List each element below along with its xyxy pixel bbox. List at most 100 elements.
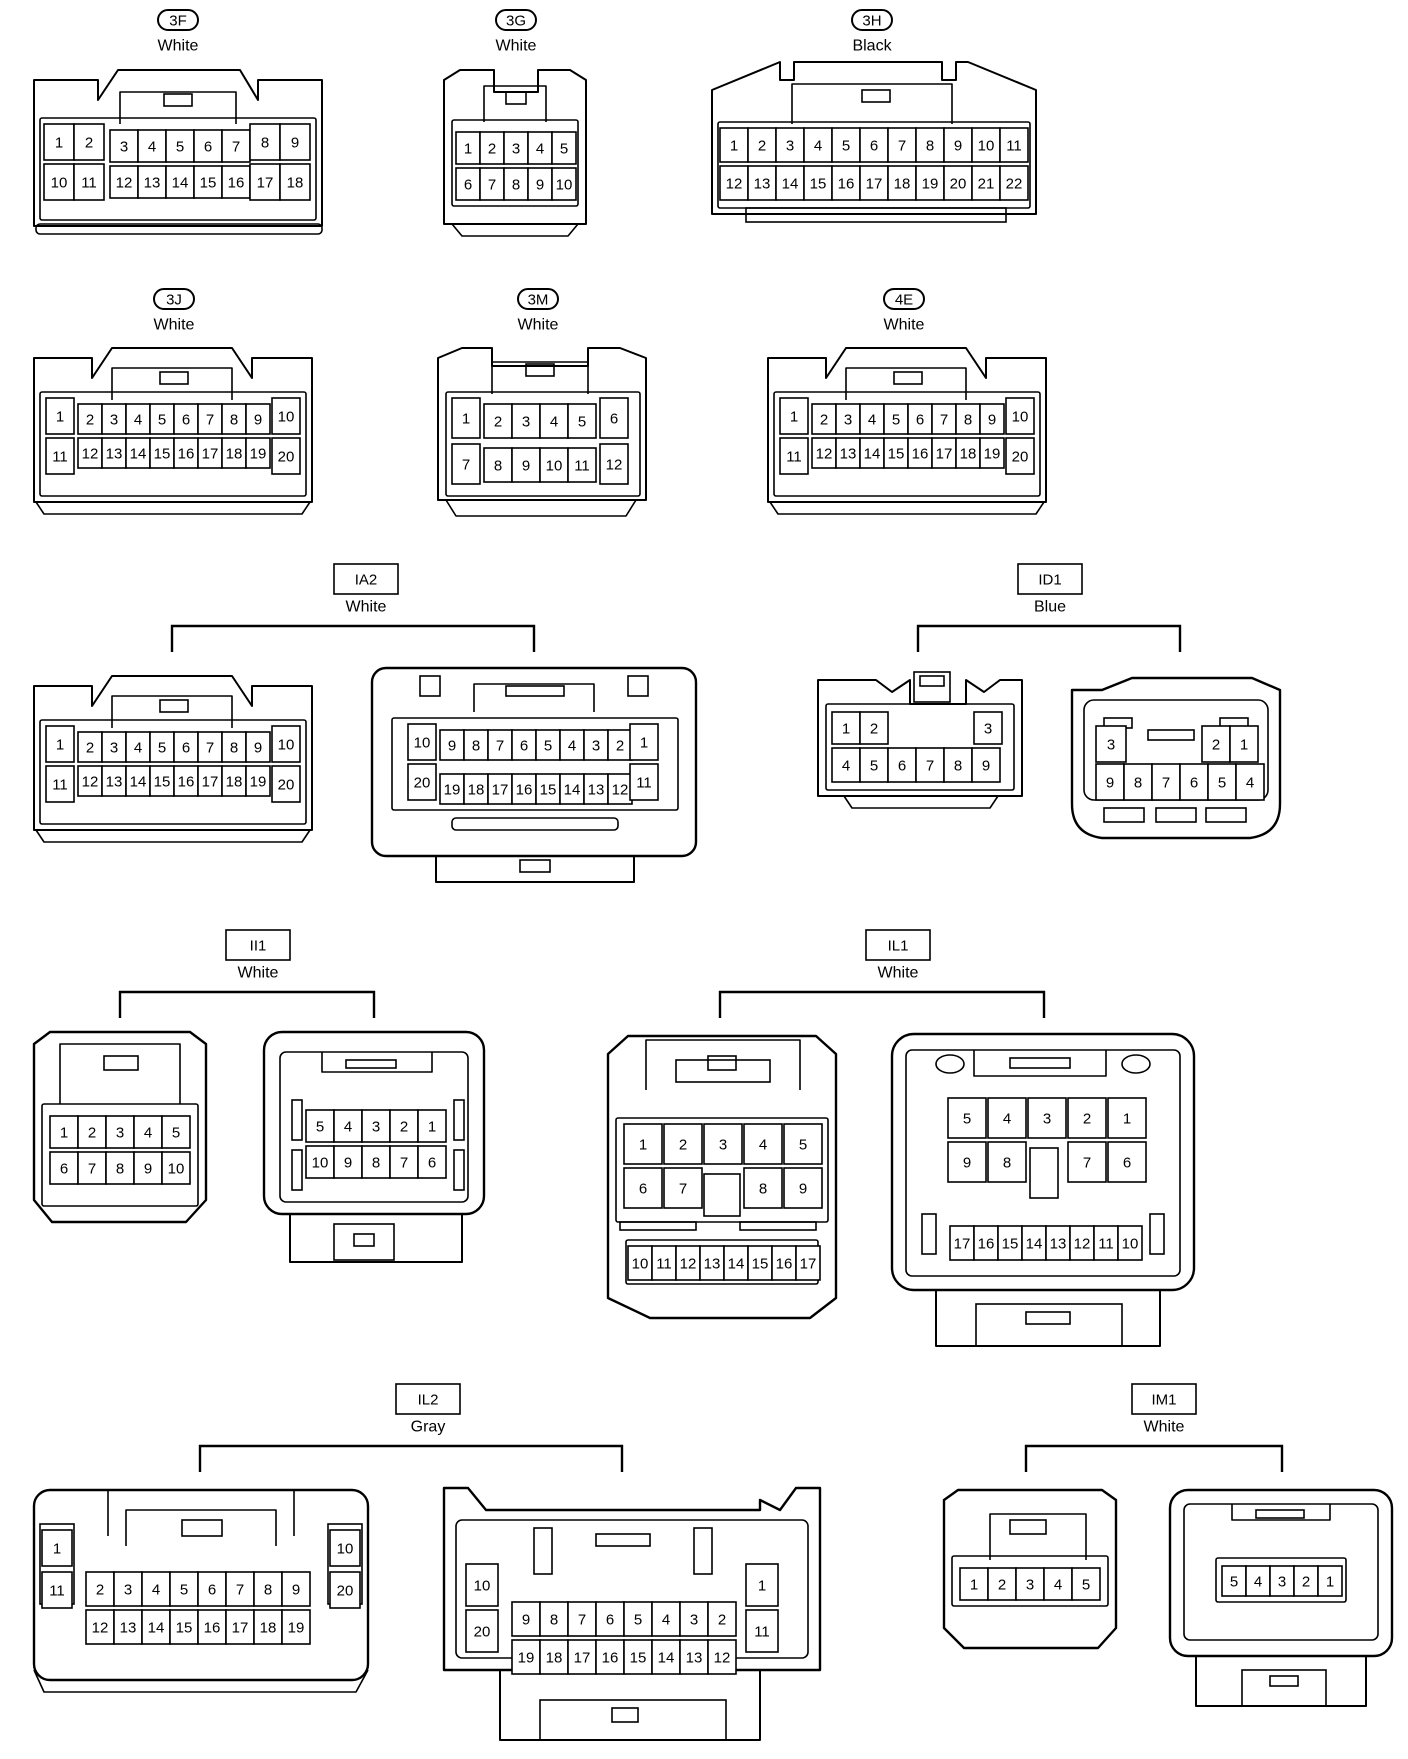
pin-number: 12 (714, 1650, 731, 1667)
pin-cavity (775, 127, 805, 163)
pin-number: 17 (232, 1620, 249, 1637)
pin-cavity (221, 129, 251, 163)
housing-outline (1029, 1147, 1059, 1199)
pin-number: 2 (998, 1577, 1006, 1594)
pin-number: 7 (488, 177, 496, 194)
pin-cavity (979, 403, 1005, 435)
housing-outline (615, 1117, 829, 1223)
housing-outline (1183, 1503, 1379, 1641)
pin-number: 9 (522, 1612, 530, 1629)
pin-cavity (971, 747, 1001, 783)
pin-cavity (859, 127, 889, 163)
pin-cavity (73, 123, 105, 161)
pin-number: 16 (776, 1256, 793, 1273)
connector-tag-oval (157, 9, 199, 31)
bracket-line (198, 1444, 624, 1472)
pin-number: 11 (49, 1583, 65, 1600)
pin-number: 6 (606, 1612, 614, 1629)
pin-number: 17 (936, 446, 953, 463)
pin-number: 15 (630, 1650, 647, 1667)
pin-cavity (73, 163, 105, 201)
pin-number: 8 (954, 758, 962, 775)
pin-number: 6 (464, 177, 472, 194)
pin-number: 15 (200, 175, 217, 192)
pin-number: 4 (842, 758, 850, 775)
connector-color: White (154, 317, 195, 334)
pin-number: 9 (144, 1161, 152, 1178)
housing-outline (619, 1221, 697, 1231)
pin-number: 5 (799, 1137, 807, 1154)
pin-number: 6 (639, 1181, 647, 1198)
pin-number: 13 (144, 175, 161, 192)
pin-cavity (109, 165, 139, 199)
pin-number: 2 (679, 1137, 687, 1154)
pin-number: 16 (228, 175, 245, 192)
pin-cavity (1117, 1225, 1143, 1261)
pin-cavity (567, 403, 597, 439)
pin-number: 2 (718, 1612, 726, 1629)
connector-color: Blue (1034, 599, 1066, 616)
pin-number: 16 (602, 1650, 619, 1667)
pin-number: 8 (264, 1582, 272, 1599)
pin-number: 10 (632, 1256, 649, 1273)
housing-outline (35, 829, 311, 843)
housing-outline (370, 666, 698, 858)
pin-number: 2 (400, 1119, 408, 1136)
connector-color: White (884, 317, 925, 334)
housing-outline (942, 1488, 1118, 1650)
pin-cavity (675, 1245, 701, 1281)
pin-cavity (835, 403, 861, 435)
housing-outline (913, 671, 951, 703)
connector-label: 4E (895, 292, 913, 309)
connector-tag-box (1017, 563, 1083, 595)
pin-cavity (417, 1145, 447, 1179)
pin-number: 10 (1012, 409, 1029, 426)
pin-number: 18 (260, 1620, 277, 1637)
housing-outline (707, 1055, 737, 1071)
pin-number: 10 (312, 1155, 329, 1172)
pin-cavity (253, 1571, 283, 1607)
pin-number: 11 (786, 449, 802, 466)
pin-cavity (1107, 1097, 1147, 1139)
pin-number: 3 (984, 721, 992, 738)
pin-number: 7 (232, 139, 240, 156)
pin-number: 17 (492, 782, 509, 799)
pin-number: 6 (610, 411, 618, 428)
pin-number: 7 (1162, 775, 1170, 792)
pin-number: 9 (536, 177, 544, 194)
connector-tag-oval (495, 9, 537, 31)
pin-cavity (221, 165, 251, 199)
housing-outline (451, 223, 579, 237)
housing-outline (107, 1490, 295, 1536)
housing-outline (525, 363, 555, 377)
pin-number: 19 (518, 1650, 535, 1667)
pin-cavity (559, 729, 585, 761)
pin-cavity (1027, 1097, 1067, 1139)
housing-outline (321, 1052, 433, 1073)
pin-number: 7 (400, 1155, 408, 1172)
pin-cavity (463, 773, 489, 805)
pin-cavity (439, 729, 465, 761)
connector-color: White (158, 38, 199, 55)
pin-number: 12 (1074, 1236, 1091, 1253)
pin-number: 5 (1082, 1577, 1090, 1594)
housing-outline (262, 1030, 486, 1216)
pin-cavity (535, 773, 561, 805)
housing-outline (1149, 1213, 1165, 1255)
pin-cavity (101, 731, 127, 763)
pin-number: 3 (690, 1612, 698, 1629)
housing-outline (921, 1213, 937, 1255)
housing-outline (279, 1051, 469, 1203)
pin-number: 14 (130, 774, 147, 791)
housing-outline (919, 675, 945, 687)
pin-number: 3 (124, 1582, 132, 1599)
pin-number: 20 (278, 777, 295, 794)
pin-number: 4 (148, 139, 156, 156)
pin-number: 5 (316, 1119, 324, 1136)
pin-number: 9 (963, 1155, 971, 1172)
pin-cavity (389, 1109, 419, 1143)
pin-cavity (197, 1571, 227, 1607)
pin-number: 3 (110, 412, 118, 429)
pin-number: 13 (686, 1650, 703, 1667)
